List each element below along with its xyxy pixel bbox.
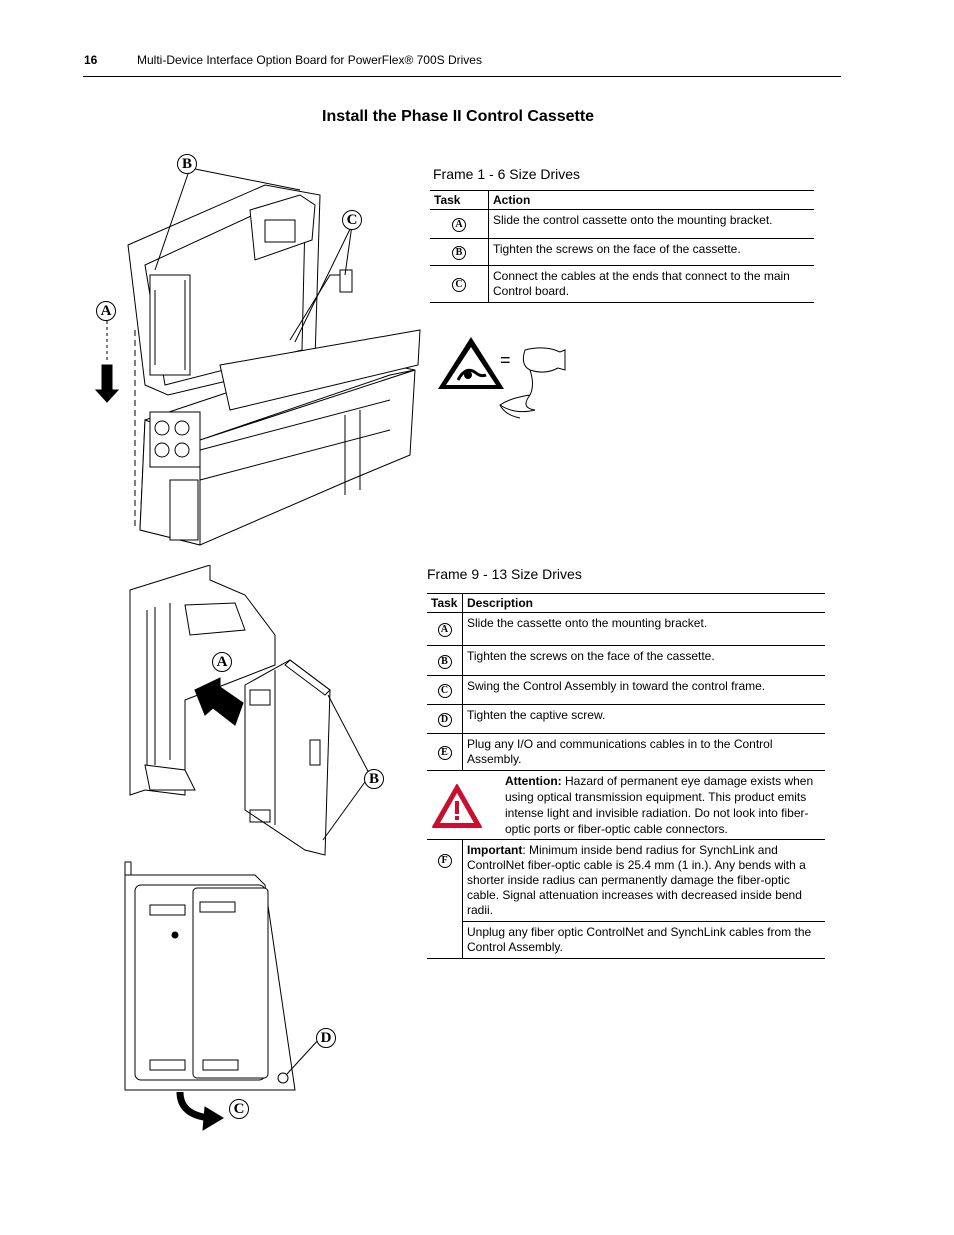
frame9-caption: Frame 9 - 13 Size Drives xyxy=(427,566,582,582)
column-header-description: Description xyxy=(462,593,825,613)
attention-row: Attention: Hazard of permanent eye damag… xyxy=(427,770,825,840)
callout-c: C xyxy=(229,1099,249,1119)
task-description: Tighten the screws on the face of the ca… xyxy=(462,645,825,676)
task-action: Tighten the screws on the face of the ca… xyxy=(488,238,814,266)
task-action: Slide the control cassette onto the moun… xyxy=(488,209,814,239)
document-title: Multi-Device Interface Option Board for … xyxy=(137,53,482,67)
attention-label: Attention: xyxy=(505,774,562,788)
table-row: A Slide the cassette onto the mounting b… xyxy=(427,612,825,646)
header-rule xyxy=(83,76,841,77)
task-description: Tighten the captive screw. xyxy=(462,704,825,734)
frame1-task-table: Task Action A Slide the control cassette… xyxy=(430,190,814,303)
task-letter: A xyxy=(452,218,466,232)
important-notice: Important: Minimum inside bend radius fo… xyxy=(462,839,825,922)
frame9-task-table: Task Description A Slide the cassette on… xyxy=(427,593,825,959)
task-letter: D xyxy=(437,713,452,727)
callout-a: A xyxy=(96,301,116,321)
table-row: C Connect the cables at the ends that co… xyxy=(430,265,814,303)
esd-warning-icon xyxy=(438,337,504,389)
warning-triangle-icon xyxy=(432,784,482,828)
table-row: B Tighten the screws on the face of the … xyxy=(427,645,825,676)
callout-c: C xyxy=(342,210,362,230)
callout-b: B xyxy=(364,769,384,789)
table-row: A Slide the control cassette onto the mo… xyxy=(430,209,814,239)
section-title: Install the Phase II Control Cassette xyxy=(322,108,595,125)
esd-equals-sign: = xyxy=(500,350,511,370)
unplug-instruction: Unplug any fiber optic ControlNet and Sy… xyxy=(462,921,825,959)
wrist-strap-icon xyxy=(499,347,566,419)
important-label: Important xyxy=(467,843,523,857)
table-row: F Important: Minimum inside bend radius … xyxy=(427,839,825,959)
task-action: Connect the cables at the ends that conn… xyxy=(488,265,814,303)
frame9-cassette-illustration xyxy=(129,565,371,856)
task-letter: B xyxy=(452,246,466,260)
task-letter: F xyxy=(437,854,452,868)
page-number: 16 xyxy=(84,53,98,67)
callout-d: D xyxy=(316,1028,336,1048)
table-row: B Tighten the screws on the face of the … xyxy=(430,238,814,266)
task-letter: C xyxy=(452,278,466,292)
frame1-drive-illustration xyxy=(94,167,421,546)
task-letter: E xyxy=(437,746,452,760)
task-letter: A xyxy=(437,623,452,637)
task-letter: B xyxy=(437,654,452,669)
attention-text: Hazard of permanent eye damage exists wh… xyxy=(505,774,814,836)
column-header-task: Task xyxy=(430,190,489,210)
task-letter: C xyxy=(437,684,452,698)
table-row: E Plug any I/O and communications cables… xyxy=(427,733,825,771)
callout-b: B xyxy=(177,154,197,174)
callout-a: A xyxy=(212,652,232,672)
table-row: Unplug any fiber optic ControlNet and Sy… xyxy=(427,921,825,959)
table-row: C Swing the Control Assembly in toward t… xyxy=(427,675,825,705)
control-assembly-swing-illustration xyxy=(124,861,321,1131)
table-row: D Tighten the captive screw. xyxy=(427,704,825,734)
frame1-caption: Frame 1 - 6 Size Drives xyxy=(433,166,581,182)
attention-notice: Attention: Hazard of permanent eye damag… xyxy=(505,773,821,837)
task-description: Slide the cassette onto the mounting bra… xyxy=(462,612,825,646)
important-text: : Minimum inside bend radius for SynchLi… xyxy=(467,843,806,917)
task-description: Swing the Control Assembly in toward the… xyxy=(462,675,825,705)
task-description: Plug any I/O and communications cables i… xyxy=(462,733,825,771)
column-header-task: Task xyxy=(427,593,463,613)
column-header-action: Action xyxy=(488,190,814,210)
